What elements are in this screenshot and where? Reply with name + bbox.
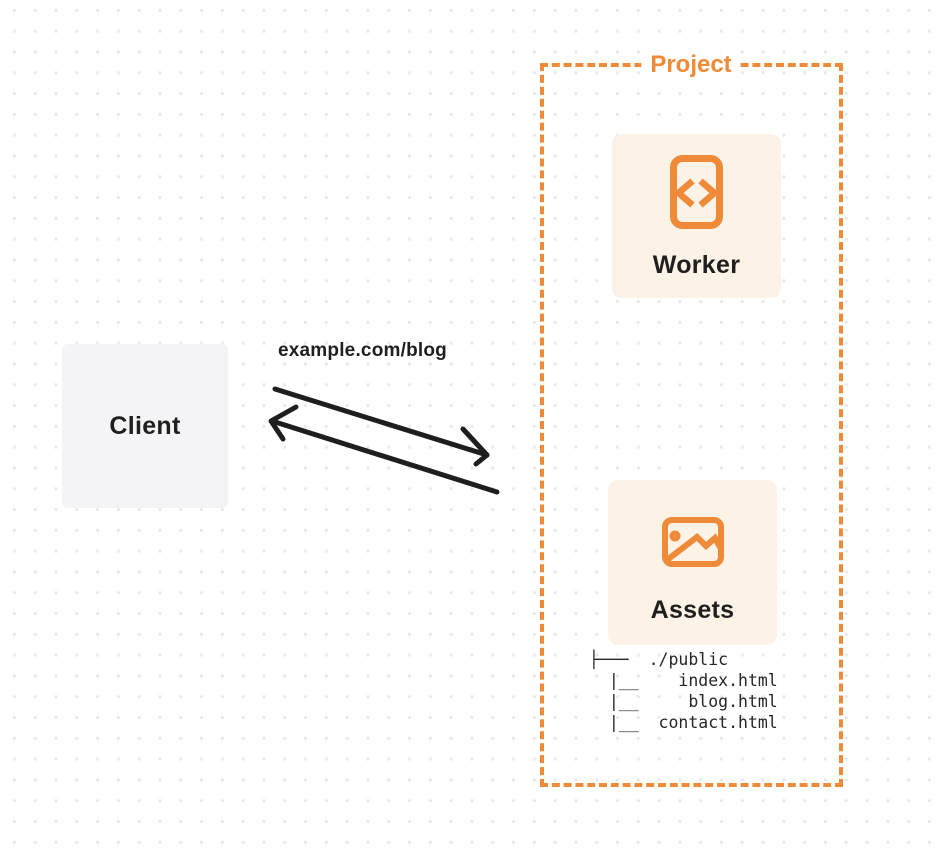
code-file-icon (670, 155, 723, 229)
worker-card: Worker (612, 134, 781, 298)
image-icon (661, 517, 724, 567)
request-arrow (272, 386, 490, 467)
file-tree: ├─── ./public |__ index.html |__ blog.ht… (589, 650, 778, 732)
response-arrow (268, 404, 500, 495)
assets-card: Assets (608, 480, 777, 645)
client-label: Client (109, 411, 181, 440)
assets-label: Assets (650, 596, 735, 624)
request-url-label: example.com/blog (278, 340, 447, 361)
client-box: Client (62, 344, 228, 508)
worker-label: Worker (652, 251, 741, 279)
project-label: Project (641, 51, 741, 79)
